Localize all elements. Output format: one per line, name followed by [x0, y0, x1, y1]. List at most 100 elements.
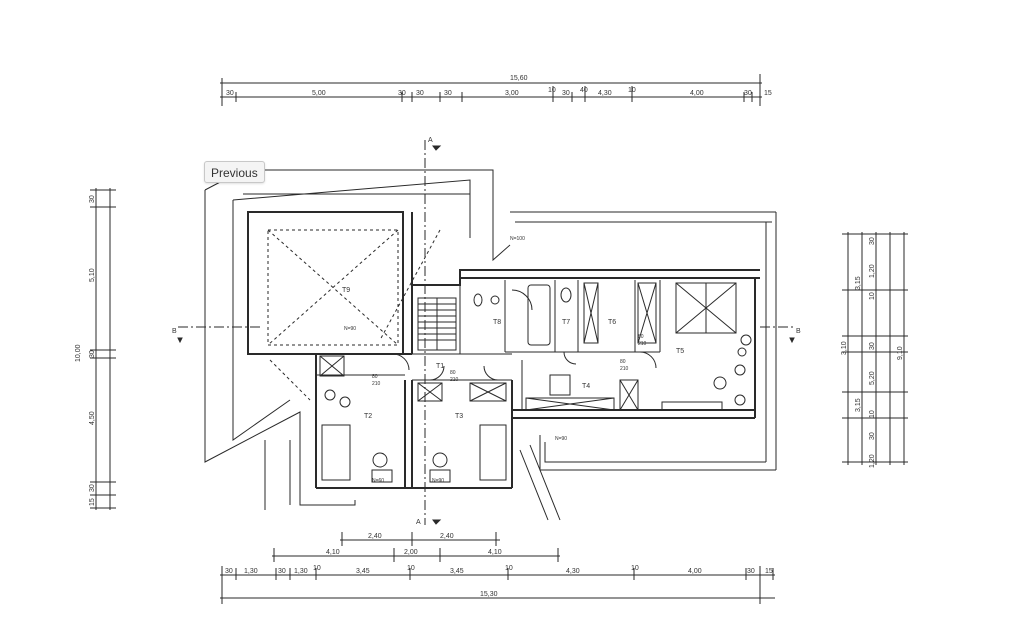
svg-text:4,50: 4,50 [89, 411, 96, 425]
svg-text:N=90: N=90 [344, 326, 356, 332]
room-label-t9: T9 [342, 287, 350, 294]
door-swings [392, 289, 657, 381]
svg-text:2,40: 2,40 [440, 533, 454, 540]
svg-text:80: 80 [638, 334, 644, 340]
right-dimension-lines [842, 232, 908, 465]
svg-text:30: 30 [869, 237, 876, 245]
svg-text:30: 30 [416, 90, 424, 97]
bottom-dimension-lines [220, 532, 775, 604]
dimension-labels: 15,60 30 5,00 30 30 30 3,00 10 30 40 4,3… [75, 75, 904, 598]
svg-text:15: 15 [89, 498, 96, 506]
svg-text:10: 10 [313, 565, 321, 572]
svg-text:A: A [416, 519, 421, 526]
svg-text:3,45: 3,45 [450, 568, 464, 575]
room-label-t8: T8 [493, 319, 501, 326]
closets [319, 282, 737, 411]
exterior-walls [247, 211, 760, 489]
svg-text:30: 30 [278, 568, 286, 575]
svg-text:3,45: 3,45 [356, 568, 370, 575]
svg-text:80: 80 [372, 374, 378, 380]
section-marks: A A B B [172, 137, 801, 526]
svg-text:30: 30 [444, 90, 452, 97]
svg-text:4,00: 4,00 [690, 90, 704, 97]
svg-text:10: 10 [869, 292, 876, 300]
svg-text:N=60: N=60 [372, 478, 384, 484]
svg-text:40: 40 [580, 87, 588, 94]
svg-text:N=90: N=90 [555, 436, 567, 442]
svg-text:15,60: 15,60 [510, 75, 528, 82]
svg-text:30: 30 [225, 568, 233, 575]
svg-text:30: 30 [744, 90, 752, 97]
svg-text:30: 30 [226, 90, 234, 97]
interior-walls [316, 280, 661, 410]
svg-text:30: 30 [398, 90, 406, 97]
svg-text:10: 10 [628, 87, 636, 94]
svg-text:1,30: 1,30 [244, 568, 258, 575]
svg-text:10,00: 10,00 [75, 344, 82, 362]
svg-text:9,10: 9,10 [897, 346, 904, 360]
svg-text:80: 80 [620, 359, 626, 365]
top-dimension-lines [220, 74, 762, 106]
svg-text:30: 30 [869, 342, 876, 350]
svg-text:210: 210 [638, 341, 647, 347]
svg-text:N=100: N=100 [510, 236, 525, 242]
svg-text:210: 210 [450, 377, 459, 383]
previous-page-button[interactable]: Previous [204, 161, 265, 183]
svg-text:1,20: 1,20 [869, 454, 876, 468]
room-labels: T9 T1 T2 T3 T4 T5 T6 T7 T8 [342, 287, 684, 420]
svg-text:3,10: 3,10 [841, 341, 848, 355]
section-lines [178, 140, 795, 525]
svg-text:5,20: 5,20 [869, 371, 876, 385]
room-label-t4: T4 [582, 383, 590, 390]
svg-text:15: 15 [764, 90, 772, 97]
svg-text:30: 30 [89, 195, 96, 203]
svg-text:1,20: 1,20 [869, 264, 876, 278]
svg-text:10: 10 [631, 565, 639, 572]
svg-text:3,15: 3,15 [855, 276, 862, 290]
room-label-t2: T2 [364, 413, 372, 420]
svg-text:80: 80 [450, 370, 456, 376]
room-label-t6: T6 [608, 319, 616, 326]
svg-text:30: 30 [89, 350, 96, 358]
svg-text:30: 30 [89, 484, 96, 492]
svg-text:N=90: N=90 [432, 478, 444, 484]
svg-text:15,30: 15,30 [480, 591, 498, 598]
svg-text:2,00: 2,00 [404, 549, 418, 556]
svg-text:B: B [172, 328, 177, 335]
svg-text:2,40: 2,40 [368, 533, 382, 540]
svg-text:10: 10 [869, 410, 876, 418]
svg-text:210: 210 [620, 366, 629, 372]
svg-text:10: 10 [548, 87, 556, 94]
room-label-t7: T7 [562, 319, 570, 326]
svg-text:A: A [428, 137, 433, 144]
svg-text:B: B [796, 328, 801, 335]
svg-text:3,15: 3,15 [855, 398, 862, 412]
svg-text:3,00: 3,00 [505, 90, 519, 97]
svg-text:4,30: 4,30 [598, 90, 612, 97]
svg-text:4,30: 4,30 [566, 568, 580, 575]
svg-text:210: 210 [372, 381, 381, 387]
roof-outline [204, 169, 777, 521]
left-dimension-lines [90, 188, 116, 510]
staircase [417, 297, 457, 351]
svg-text:10: 10 [407, 565, 415, 572]
roof-void [267, 229, 441, 401]
svg-text:30: 30 [747, 568, 755, 575]
room-label-t1: T1 [436, 363, 444, 370]
svg-text:4,10: 4,10 [326, 549, 340, 556]
svg-text:4,00: 4,00 [688, 568, 702, 575]
svg-text:1,30: 1,30 [294, 568, 308, 575]
svg-text:10: 10 [505, 565, 513, 572]
room-label-t5: T5 [676, 348, 684, 355]
room-label-t3: T3 [455, 413, 463, 420]
fixtures [321, 284, 752, 483]
svg-text:30: 30 [562, 90, 570, 97]
svg-text:5,10: 5,10 [89, 268, 96, 282]
svg-text:15: 15 [765, 568, 773, 575]
plan-annotations: N=100 N=60 N=90 N=90 N=90 80 210 80 210 … [344, 236, 647, 484]
svg-text:5,00: 5,00 [312, 90, 326, 97]
svg-text:30: 30 [869, 432, 876, 440]
svg-text:4,10: 4,10 [488, 549, 502, 556]
